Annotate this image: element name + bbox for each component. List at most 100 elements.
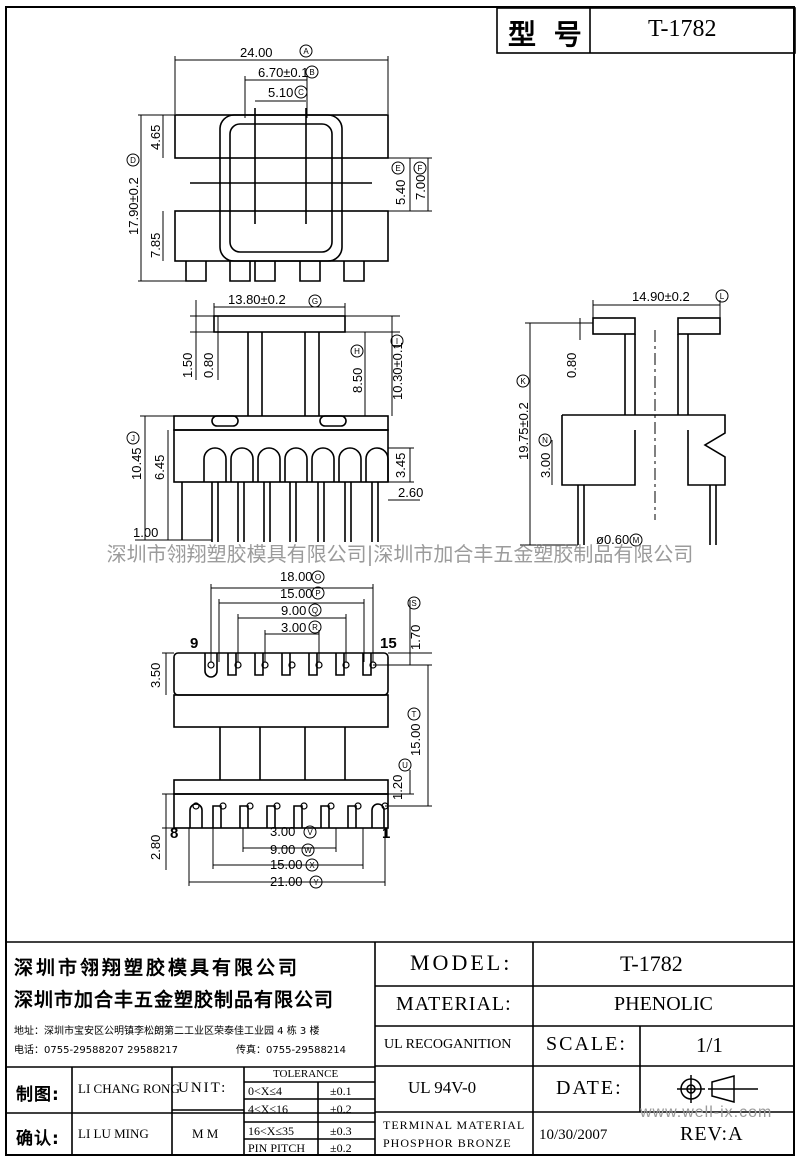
front-view	[173, 315, 389, 542]
dim-V: 3.00	[270, 824, 295, 839]
company-fax: 传真：0755-29588214	[236, 1045, 346, 1056]
svg-text:P: P	[315, 589, 320, 598]
tolerance-range-4: PIN PITCH	[248, 1141, 306, 1155]
tolerance-range-2: 4<X≤16	[248, 1102, 289, 1116]
dim-X: 15.00	[270, 857, 303, 872]
model-value: T-1782	[620, 951, 683, 976]
tolerance-range-1: 0<X≤4	[248, 1084, 283, 1098]
svg-text:I: I	[396, 337, 398, 346]
tolerance-value-2: ±0.2	[330, 1102, 352, 1116]
dim-b2: 2.80	[148, 835, 163, 860]
date-value: 10/30/2007	[539, 1127, 608, 1143]
dim-C: 5.10	[268, 85, 293, 100]
dim-H: 8.50	[350, 368, 365, 393]
svg-text:L: L	[720, 292, 725, 301]
dim-A: 24.00	[240, 45, 273, 60]
svg-text:B: B	[309, 68, 314, 77]
unit-label: UNIT:	[178, 1080, 228, 1096]
scale-value: 1/1	[696, 1033, 723, 1057]
pin-label-1: 1	[382, 825, 390, 842]
scale-label: SCALE:	[546, 1033, 627, 1055]
svg-text:A: A	[303, 47, 309, 56]
unit-value: M M	[192, 1126, 219, 1141]
svg-text:T: T	[412, 710, 417, 719]
drawing-sheet	[5, 6, 795, 1156]
dim-G: 13.80±0.2	[228, 292, 286, 307]
dim-s1: 1.50	[180, 353, 195, 378]
dim-s4: 3.45	[393, 453, 408, 478]
svg-text:D: D	[130, 156, 136, 165]
dim-L: 14.90±0.2	[632, 289, 690, 304]
dim-b1: 3.50	[148, 663, 163, 688]
dim-Q: 9.00	[281, 603, 306, 618]
dim-J: 10.45	[129, 447, 144, 480]
material-value: PHENOLIC	[614, 993, 713, 1015]
model-label: MODEL:	[410, 950, 513, 975]
company-name-2: 深圳市加合丰五金塑胶制品有限公司	[14, 989, 335, 1011]
header-model-value: T-1782	[648, 16, 717, 42]
dim-F: 7.00	[413, 175, 428, 200]
title-block-grid	[5, 941, 795, 1156]
dim-U: 1.20	[390, 775, 405, 800]
revision: REV:A	[680, 1123, 744, 1145]
dim-I: 10.30±0.1	[390, 342, 405, 400]
svg-text:J: J	[131, 434, 135, 443]
top-view	[174, 108, 389, 282]
ul-label: UL RECOGANITION	[384, 1037, 512, 1052]
side-view	[561, 317, 726, 545]
svg-text:X: X	[309, 861, 315, 870]
dim-P: 15.00	[280, 586, 313, 601]
svg-text:O: O	[315, 573, 321, 582]
svg-text:Q: Q	[312, 606, 318, 615]
dim-s3: 6.45	[152, 455, 167, 480]
terminal-material-label: TERMINAL MATERIAL	[383, 1118, 526, 1132]
watermark-text: 深圳市翎翔塑胶模具有限公司|深圳市加合丰五金塑胶制品有限公司	[107, 542, 694, 566]
header-box	[496, 7, 796, 54]
dim-top-h2: 7.85	[148, 233, 163, 258]
svg-text:N: N	[542, 436, 548, 445]
dim-O: 18.00	[280, 569, 313, 584]
dim-K: 19.75±0.2	[516, 402, 531, 460]
svg-text:R: R	[312, 623, 318, 632]
tolerance-title: TOLERANCE	[273, 1068, 339, 1080]
ul-value: UL 94V-0	[408, 1078, 477, 1097]
projection-symbol-icon	[677, 1075, 758, 1103]
svg-text:W: W	[304, 846, 312, 855]
svg-text:H: H	[354, 347, 360, 356]
dim-D: 17.90±0.2	[126, 177, 141, 235]
dim-Y: 21.00	[270, 874, 303, 889]
company-phone: 电话：0755-29588207 29588217	[14, 1045, 179, 1056]
company-name-1: 深圳市翎翔塑胶模具有限公司	[14, 957, 301, 979]
dim-M: ø0.60	[596, 532, 629, 547]
svg-text:F: F	[418, 164, 423, 173]
svg-text:E: E	[395, 164, 400, 173]
material-label: MATERIAL:	[396, 993, 512, 1015]
svg-text:G: G	[312, 297, 318, 306]
bottom-view	[173, 652, 389, 829]
watermark-url: www.well-ix.com	[640, 1104, 773, 1121]
svg-text:U: U	[402, 761, 408, 770]
dim-T: 15.00	[408, 723, 423, 756]
svg-text:K: K	[520, 377, 526, 386]
date-label: DATE:	[556, 1077, 623, 1099]
dim-N: 3.00	[538, 453, 553, 478]
svg-text:M: M	[633, 536, 640, 545]
dim-top-h1: 4.65	[148, 125, 163, 150]
header-model-label: 型 号	[508, 18, 586, 51]
dim-s6: 1.00	[133, 525, 158, 540]
tolerance-value-4: ±0.2	[330, 1141, 352, 1155]
checked-by-value: LI LU MING	[78, 1126, 149, 1141]
svg-text:Y: Y	[313, 878, 319, 887]
pin-label-8: 8	[170, 825, 178, 842]
tolerance-value-1: ±0.1	[330, 1084, 352, 1098]
tolerance-value-3: ±0.3	[330, 1124, 352, 1138]
dim-W: 9.00	[270, 842, 295, 857]
dim-R: 3.00	[281, 620, 306, 635]
dim-s2: 0.80	[201, 353, 216, 378]
dim-s5: 2.60	[398, 485, 423, 500]
drawn-by-label: 制图:	[16, 1085, 60, 1105]
svg-text:V: V	[307, 828, 313, 837]
tolerance-range-3: 16<X≤35	[248, 1124, 295, 1138]
svg-text:S: S	[411, 599, 416, 608]
